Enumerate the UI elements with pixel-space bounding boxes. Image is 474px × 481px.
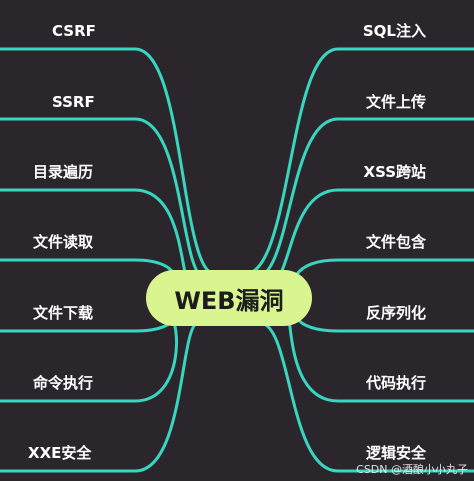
right-node-xss: XSS跨站 <box>363 163 427 181</box>
right-node-file-upload: 文件上传 <box>365 93 426 111</box>
branch-right-0 <box>243 47 474 276</box>
left-node-xxe: XXE安全 <box>28 444 92 462</box>
center-node: WEB漏洞 <box>146 270 312 326</box>
branch-right-6 <box>258 321 474 473</box>
right-node-file-include: 文件包含 <box>365 233 426 251</box>
right-node-code-exec: 代码执行 <box>365 374 426 392</box>
branch-left-1 <box>0 117 207 280</box>
left-node-csrf: CSRF <box>52 22 96 40</box>
left-node-file-download: 文件下载 <box>33 304 94 322</box>
branch-right-1 <box>253 117 474 280</box>
branch-right-3 <box>290 258 474 292</box>
left-node-directory-traversal: 目录遍历 <box>33 163 94 181</box>
right-node-logic-security: 逻辑安全 <box>365 444 426 462</box>
left-node-file-read: 文件读取 <box>33 233 94 251</box>
left-node-command-exec: 命令执行 <box>33 374 94 392</box>
watermark: CSDN @酒酿小小丸子 <box>356 463 468 476</box>
branch-left-6 <box>0 321 200 473</box>
right-node-sql-injection: SQL注入 <box>362 22 426 40</box>
left-node-ssrf: SSRF <box>52 93 95 111</box>
branch-left-0 <box>0 47 217 276</box>
branch-left-2 <box>0 188 192 285</box>
right-node-deserialization: 反序列化 <box>365 304 426 322</box>
